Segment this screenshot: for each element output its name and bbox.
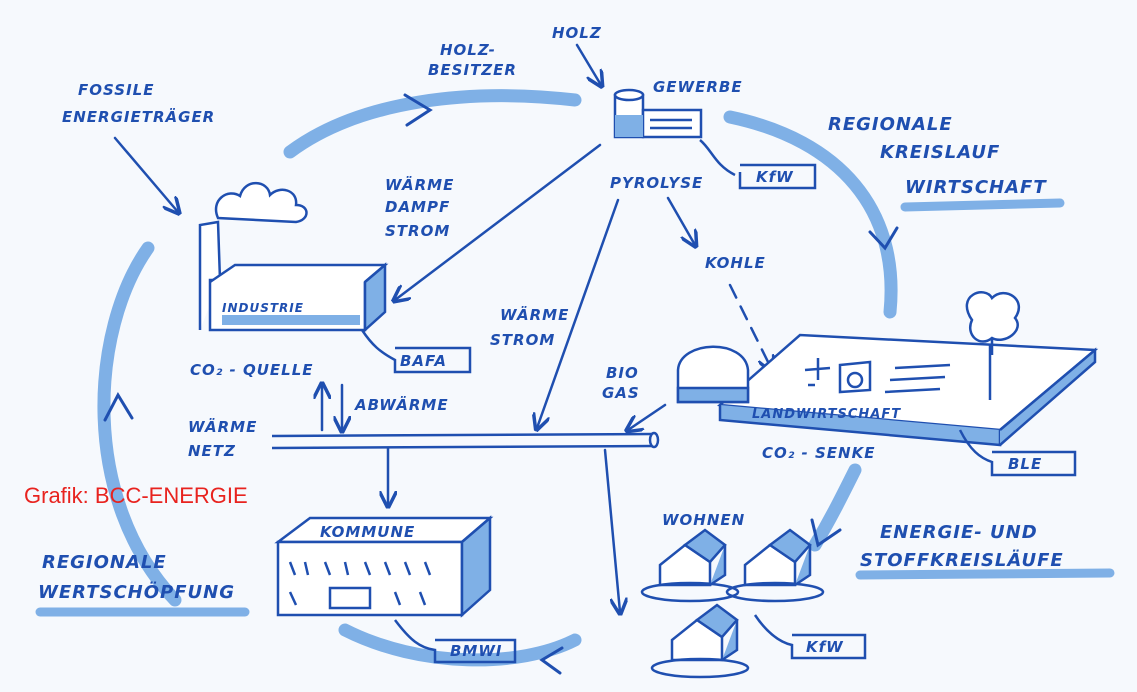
house-1 [640,528,740,603]
label-waerme-dampf-l3: STROM [385,222,450,240]
cycle-arrowhead-bottomright [810,518,842,548]
label-kfw-bottom: KfW [806,638,844,656]
label-holzbesitzer-l1: HOLZ- [440,41,496,59]
cycle-arc-bottom [338,623,582,667]
label-kreislauf-l3: WIRTSCHAFT [905,177,1047,198]
label-co2-senke: CO₂ - SENKE [762,444,875,462]
label-energie-l1: ENERGIE- UND [880,522,1038,543]
cycle-arrowhead-top [403,93,433,127]
label-wohnen: WOHNEN [662,511,745,529]
label-kohle: KOHLE [705,254,766,272]
label-holz: HOLZ [552,24,602,42]
ble-tag [958,429,1077,477]
cycle-arrowhead-left [103,391,134,422]
label-wertschoepfung-l1: REGIONALE [42,552,167,573]
biogas-tank [676,345,750,404]
underline-kreislauf [900,198,1065,212]
label-pyrolyse: PYROLYSE [610,174,703,192]
kfw-bottom-tag [753,614,867,660]
smoke-cloud [214,181,308,224]
label-kreislauf-l2: KREISLAUF [880,142,1000,163]
arrow-to-wohnen [603,448,620,612]
label-waerme-dampf-l2: DAMPF [385,198,450,216]
cycle-arc-bottomright [808,463,862,552]
cycle-arc-right [723,110,898,319]
label-waermenetz-l1: WÄRME [188,417,257,436]
landwirtschaft-field [716,333,1099,447]
label-kommune: KOMMUNE [320,523,415,541]
label-holzbesitzer-l2: BESITZER [428,61,517,79]
label-kfw-top: KfW [756,168,794,186]
label-waerme-dampf-l1: WÄRME [385,175,454,194]
arrow-kohle-to-landwirtschaft [728,283,772,370]
arrow-biogas [628,403,667,430]
label-waerme-strom-l1: WÄRME [500,305,569,324]
industrie-factory [198,220,389,333]
arrow-holz [575,43,601,85]
label-waerme-strom-l2: STROM [490,331,555,349]
arrow-fossile [113,136,178,212]
cycle-arc-top [283,89,582,159]
cycle-arrowhead-bottom [539,646,564,675]
label-landwirtschaft: LANDWIRTSCHAFT [752,407,901,422]
label-bafa: BAFA [400,352,447,370]
underline-energie [855,568,1115,580]
label-industrie: INDUSTRIE [222,301,304,315]
kfw-top-tag [738,163,817,190]
label-energie-l2: STOFFKREISLÄUFE [860,549,1064,571]
label-ble: BLE [1008,455,1042,473]
label-biogas-l2: GAS [602,384,640,402]
label-fossile-l1: FOSSILE [78,81,154,99]
graphic-credit: Grafik: BCC-ENERGIE [24,483,248,508]
label-co2-quelle: CO₂ - QUELLE [190,361,314,379]
kfw-top-connector [699,139,736,177]
kommune-building [274,515,494,618]
bafa-tag [360,329,472,374]
label-waermenetz-l2: NETZ [188,442,236,460]
waermenetz-pipe [271,431,660,450]
cycle-arc-left [97,241,182,607]
tree-icon [965,291,1021,355]
label-biogas-l1: BIO [606,364,639,382]
label-gewerbe: GEWERBE [653,78,743,96]
label-wertschoepfung-l2: WERTSCHÖPFUNG [38,581,235,603]
bmwi-tag [394,619,517,664]
label-bmwi: BMWI [450,642,503,660]
arrow-to-waermenetz [537,198,620,428]
arrow-to-kohle [666,196,695,245]
label-fossile-l2: ENERGIETRÄGER [62,107,215,126]
label-kreislauf-l1: REGIONALE [828,114,953,135]
label-abwaerme: ABWÄRME [354,395,449,414]
arrow-to-industrie [395,143,602,300]
cycle-arrowhead-right [868,226,899,251]
house-2 [725,528,825,603]
house-3 [650,603,750,679]
gewerbe-pyrolyse-unit [613,88,703,139]
